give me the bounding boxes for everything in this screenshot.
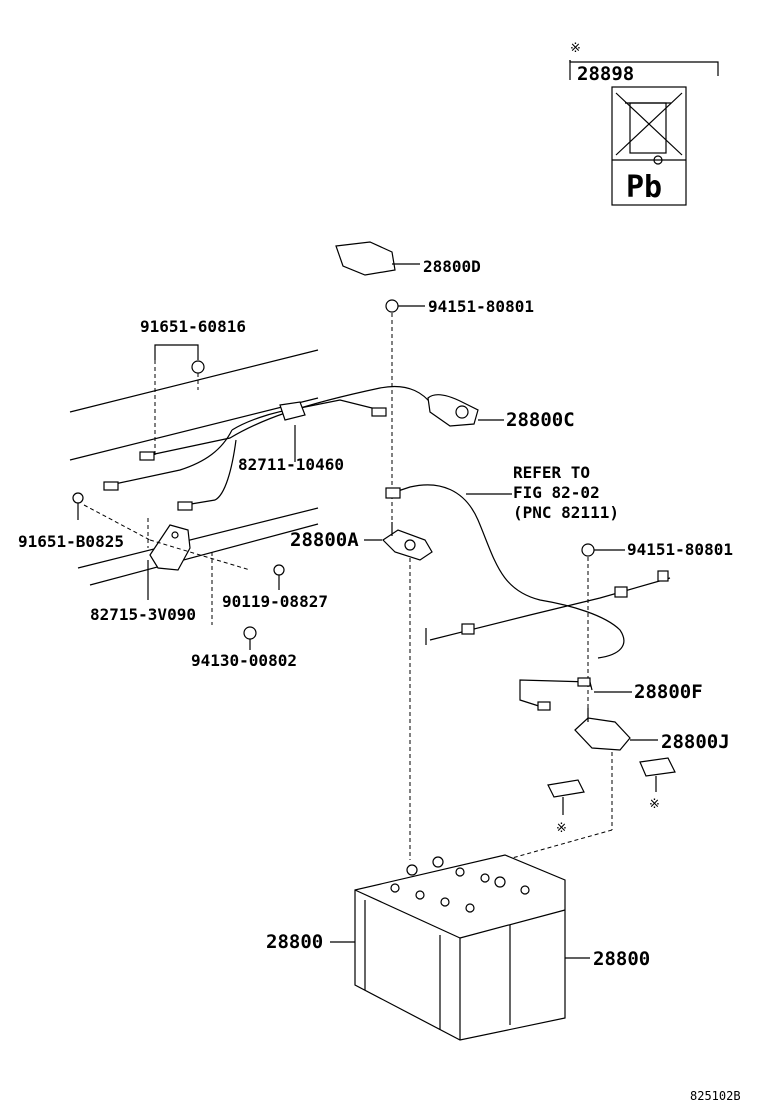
- part-label-91651-B0825: 91651-B0825: [18, 532, 124, 551]
- part-label-28800D: 28800D: [423, 257, 481, 276]
- battery-28800: 28800 28800: [266, 854, 650, 1041]
- figure-id: 825102B: [690, 1089, 741, 1103]
- part-label-28898: 28898: [577, 63, 634, 85]
- note-mark-sticker-1: ※: [556, 821, 567, 836]
- battery-terminal-28800A: 28800A: [290, 522, 433, 860]
- refer-line-2: FIG 82-02: [513, 483, 600, 502]
- part-label-28800C: 28800C: [506, 409, 575, 431]
- part-label-82715: 82715-3V090: [90, 605, 196, 624]
- recycle-label-callout: ※ 28898 Pb: [569, 41, 719, 206]
- note-stickers: ※ ※: [547, 757, 676, 836]
- nut-94130: 94130-00802: [191, 626, 297, 670]
- battery-terminal-28800C: 28800C: [427, 394, 575, 431]
- refer-line-3: (PNC 82111): [513, 503, 619, 522]
- refer-line-1: REFER TO: [513, 463, 590, 482]
- nut-94151-right: 94151-80801: [581, 540, 733, 720]
- part-label-28800-left: 28800: [266, 931, 323, 953]
- part-label-90119: 90119-08827: [222, 592, 328, 611]
- part-label-94151-right: 94151-80801: [627, 540, 733, 559]
- part-label-94130: 94130-00802: [191, 651, 297, 670]
- body-harness-right: [425, 570, 671, 645]
- battery-cable-28800F: 28800F: [519, 677, 703, 711]
- clamp-82711: 82711-10460: [238, 425, 344, 474]
- part-label-28800A: 28800A: [290, 529, 359, 551]
- pb-recycle-label-icon: Pb: [611, 86, 687, 206]
- note-mark-sticker-2: ※: [649, 797, 660, 812]
- bolt-90119: 90119-08827: [222, 564, 328, 611]
- bolt-91651-60816: 91651-60816: [140, 317, 246, 455]
- battery-terminal-cover-28800D: 28800D: [335, 241, 481, 276]
- nut-94151-top: 94151-80801: [385, 297, 534, 520]
- part-label-28800F: 28800F: [634, 681, 703, 703]
- bolt-91651-B0825: 91651-B0825: [18, 492, 151, 551]
- negative-cable: REFER TO FIG 82-02 (PNC 82111): [385, 463, 625, 659]
- bracket-82715: 82715-3V090: [90, 518, 251, 625]
- note-mark: ※: [570, 41, 581, 56]
- pb-text: Pb: [626, 170, 662, 205]
- battery-terminal-posts: [390, 856, 530, 913]
- part-label-28800J: 28800J: [661, 731, 730, 753]
- part-label-28800-right: 28800: [593, 948, 650, 970]
- part-label-82711: 82711-10460: [238, 455, 344, 474]
- part-label-94151-top: 94151-80801: [428, 297, 534, 316]
- body-frame: [69, 349, 319, 586]
- part-label-91651-60816: 91651-60816: [140, 317, 246, 336]
- wire-harness-left: [103, 385, 433, 511]
- battery-terminal-28800J: 28800J: [504, 708, 730, 861]
